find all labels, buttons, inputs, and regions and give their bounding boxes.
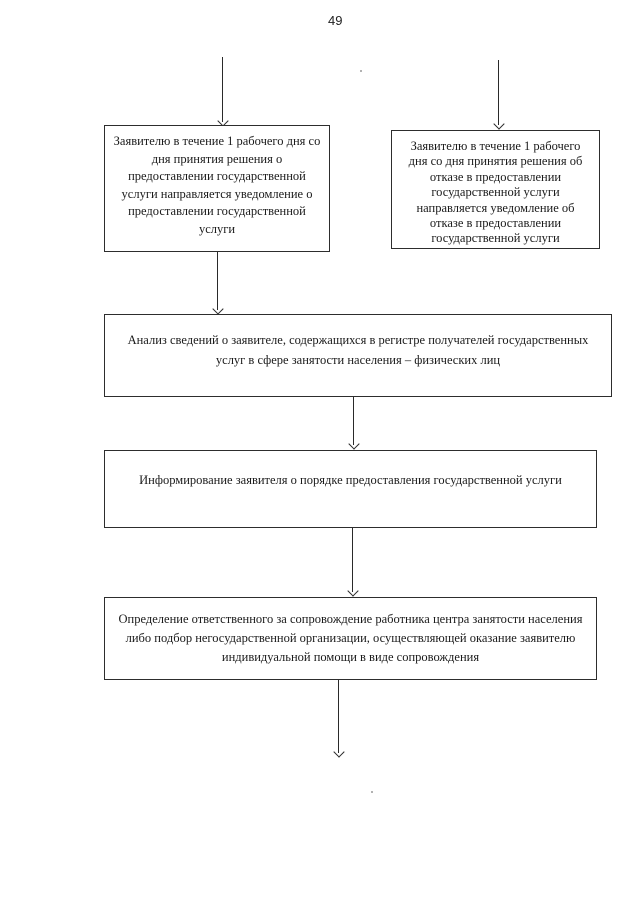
arrow-shaft: [338, 680, 340, 753]
flow-box-analysis-text: Анализ сведений о заявителе, содержащихс…: [127, 333, 589, 367]
flow-box-informing: Информирование заявителя о порядке предо…: [104, 450, 597, 528]
flow-box-assignment-text: Определение ответственного за сопровожде…: [118, 612, 583, 664]
arrow-head-icon: [211, 302, 224, 315]
arrow-head-icon: [332, 745, 345, 758]
flow-box-refusal-notice: Заявителю в течение 1 рабочего дня со дн…: [391, 130, 600, 249]
arrow-into-refusal-notice-box: [492, 60, 505, 130]
arrow-shaft: [217, 252, 219, 310]
arrow-flow-continues: [332, 680, 345, 758]
scan-artifact-dot: [371, 791, 373, 793]
arrow-head-icon: [492, 117, 505, 130]
arrow-to-assignment-box: [346, 528, 359, 597]
arrow-shaft: [222, 57, 224, 122]
flow-box-provision-notice: Заявителю в течение 1 рабочего дня со дн…: [104, 125, 330, 252]
flow-box-analysis: Анализ сведений о заявителе, содержащихс…: [104, 314, 612, 397]
arrow-to-informing-box: [347, 397, 360, 450]
arrow-shaft: [352, 528, 354, 592]
arrow-head-icon: [346, 584, 359, 597]
flow-box-refusal-notice-text: Заявителю в течение 1 рабочего дня со дн…: [408, 139, 583, 246]
flow-box-provision-notice-text: Заявителю в течение 1 рабочего дня со дн…: [113, 134, 321, 236]
flow-box-assignment: Определение ответственного за сопровожде…: [104, 597, 597, 680]
flow-box-informing-text: Информирование заявителя о порядке предо…: [139, 473, 562, 487]
scan-artifact-dot: [360, 70, 362, 72]
arrow-shaft: [498, 60, 500, 125]
arrow-to-analysis-box: [211, 252, 224, 315]
page-number: 49: [328, 13, 343, 28]
arrow-head-icon: [347, 437, 360, 450]
arrow-into-provision-notice-box: [216, 57, 229, 127]
arrow-shaft: [353, 397, 355, 445]
